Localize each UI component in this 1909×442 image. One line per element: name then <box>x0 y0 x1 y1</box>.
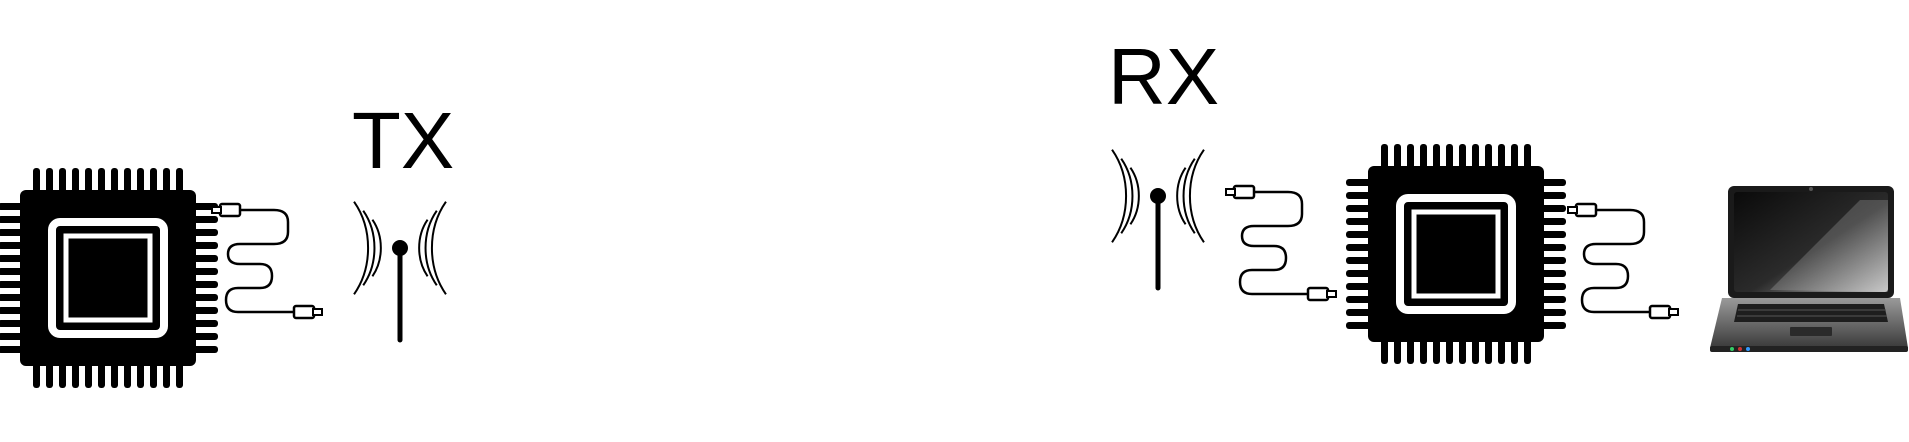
laptop-icon <box>1710 186 1908 352</box>
rx-label: RX <box>1108 32 1219 121</box>
tx-label: TX <box>352 96 454 185</box>
rx-usb-cable-icon <box>1225 184 1337 302</box>
tx-chip-icon <box>0 168 218 388</box>
rx-antenna-icon <box>1111 149 1205 291</box>
laptop-usb-cable-icon <box>1567 202 1679 320</box>
tx-usb-cable-icon <box>211 202 323 320</box>
tx-antenna-icon <box>353 201 447 343</box>
rx-chip-icon <box>1346 144 1566 364</box>
